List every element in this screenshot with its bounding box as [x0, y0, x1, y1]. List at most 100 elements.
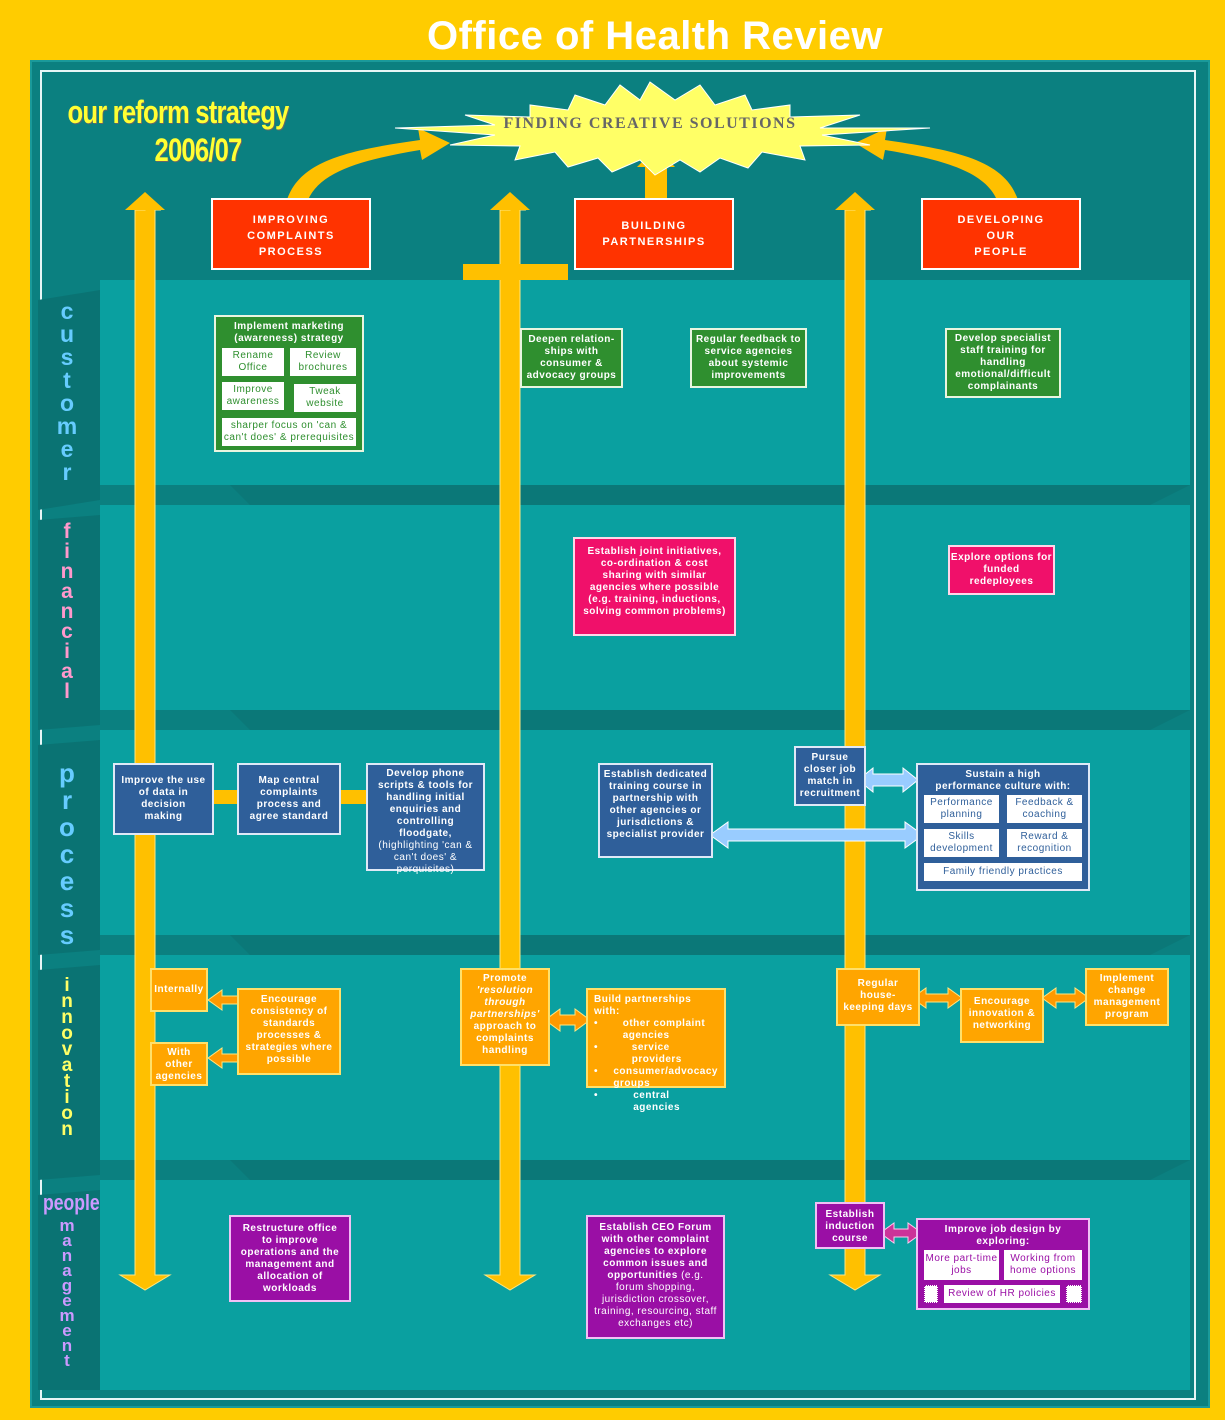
row-label-letter: n: [61, 1119, 73, 1140]
row-label-letter: e: [59, 866, 75, 896]
row-label-letter: n: [61, 1007, 73, 1028]
restructure-office: Restructure office to improve operations…: [229, 1215, 351, 1302]
row-label-letter: n: [61, 1336, 73, 1355]
row-label-letter: o: [59, 390, 75, 416]
bullet-3-text: consumer/advocacy groups: [613, 1066, 718, 1089]
row-label-letter: i: [64, 1087, 70, 1108]
ceo-forum-main: Establish CEO Forum with other complaint…: [599, 1222, 712, 1281]
row-label-letter: e: [62, 1321, 72, 1340]
promote-resolution-box: Promote 'resolution through partnerships…: [460, 968, 550, 1066]
row-label-letter: c: [61, 620, 73, 643]
row-label-letter: m: [59, 1216, 75, 1235]
phone-scripts-main: Develop phone scripts & tools for handli…: [377, 768, 474, 839]
phone-scripts-note: (highlighting 'can & can't does' & perqu…: [378, 840, 473, 875]
feedback-coaching: Feedback & coaching: [1007, 795, 1082, 823]
phone-scripts-box: Develop phone scripts & tools for handli…: [366, 763, 485, 875]
subtitle-line-2: 2006/07: [154, 132, 243, 168]
row-label-people: people: [43, 1190, 100, 1215]
row-label-letter: p: [59, 758, 75, 788]
row-label-letter: o: [59, 812, 75, 842]
row-label-letter: t: [64, 1351, 70, 1370]
row-label-letter: o: [61, 1023, 73, 1044]
bullet-consumer-advocacy: •consumer/advocacy groups: [594, 1066, 718, 1089]
funded-redeployees: Explore options for funded redeployees: [948, 545, 1055, 595]
row-label-letter: n: [61, 1246, 73, 1265]
more-part-time-jobs: More part-time jobs: [924, 1250, 999, 1280]
row-label-letter: m: [56, 413, 78, 439]
job-design-title: Improve job design by exploring:: [944, 1224, 1062, 1247]
review-brochures: Review brochures: [290, 348, 356, 376]
row-label-letter: e: [62, 1291, 72, 1310]
row-label-letter: a: [61, 1055, 73, 1076]
dedicated-training-course: Establish dedicated training course in p…: [598, 763, 713, 858]
implement-change-management: Implement change management program: [1085, 968, 1169, 1026]
build-partnerships-title: Build partnerships with:: [594, 994, 692, 1017]
improve-data-use: Improve the use of data in decision maki…: [113, 763, 214, 835]
pillar-improving-complaints: IMPROVING COMPLAINTS PROCESS: [211, 198, 371, 270]
row-label-letter: o: [61, 1103, 73, 1124]
high-performance-title: Sustain a high performance culture with:: [935, 769, 1071, 792]
subtitle-line-1: our reform strategy: [67, 94, 290, 130]
row-label-letter: c: [60, 298, 74, 324]
bullet-other-complaint-agencies: •other complaint agencies: [594, 1018, 718, 1042]
joint-initiatives: Establish joint initiatives, co-ordinati…: [573, 537, 736, 636]
strategy-subtitle: our reform strategy 2006/07: [62, 93, 294, 169]
hr-policies-left-marker: [924, 1285, 938, 1303]
pillar-1-line-3: PROCESS: [258, 246, 324, 258]
with-other-agencies: With other agencies: [150, 1042, 208, 1086]
row-label-letter: n: [61, 991, 73, 1012]
marketing-strategy-title: Implement marketing (awareness) strategy: [233, 321, 345, 344]
row-label-letter: a: [62, 1261, 72, 1280]
map-central-process: Map central complaints process and agree…: [237, 763, 341, 835]
build-partnerships-box: Build partnerships with: •other complain…: [586, 988, 726, 1113]
row-label-letter: u: [59, 321, 75, 347]
regular-feedback: Regular feedback to service agencies abo…: [690, 328, 807, 388]
row-label-letter: s: [59, 920, 75, 950]
ceo-forum-note: (e.g. forum shopping, jurisdiction cross…: [594, 1270, 717, 1329]
pillar-3-line-3: PEOPLE: [974, 246, 1028, 258]
starburst-shape: [394, 81, 931, 176]
bullet-1-text: other complaint agencies: [622, 1018, 706, 1041]
page-title: Office of Health Review: [426, 14, 884, 58]
row-label-letter: l: [64, 680, 70, 703]
rename-office: Rename Office: [222, 348, 284, 376]
encourage-innovation: Encourage innovation & networking: [960, 988, 1044, 1043]
row-label-letter: s: [59, 893, 75, 923]
pursue-job-match: Pursue closer job match in recruitment: [794, 746, 866, 806]
row-label-letter: a: [61, 580, 73, 603]
performance-planning: Performance planning: [924, 795, 999, 823]
row-label-letter: e: [60, 436, 74, 462]
bullet-2-text: service providers: [631, 1042, 682, 1065]
row-label-letter: g: [61, 1276, 73, 1295]
row-label-letter: t: [63, 1071, 71, 1092]
review-hr-policies: Review of HR policies: [944, 1285, 1060, 1303]
row-label-letter: f: [63, 520, 71, 543]
pillar-2-line-2: PARTNERSHIPS: [602, 236, 706, 248]
promote-label: Promote: [482, 973, 528, 984]
reward-recognition: Reward & recognition: [1007, 829, 1082, 857]
establish-induction-course: Establish induction course: [815, 1202, 885, 1249]
deepen-relationships: Deepen relation-ships with consumer & ad…: [520, 328, 623, 388]
row-label-letter: m: [59, 1306, 75, 1325]
row-label-letter: r: [61, 785, 73, 815]
resolution-through-partnerships: 'resolution through partnerships': [470, 985, 540, 1020]
pillar-developing-people: DEVELOPING OUR PEOPLE: [921, 198, 1081, 270]
approach-label: approach to complaints handling: [473, 1021, 537, 1056]
row-label-letter: i: [64, 540, 70, 563]
ceo-forum-box: Establish CEO Forum with other complaint…: [586, 1215, 725, 1339]
pillar-3-line-1: DEVELOPING: [957, 214, 1045, 226]
row-label-letter: a: [61, 660, 73, 683]
pillar-1-line-1: IMPROVING: [252, 214, 330, 226]
skills-development: Skills development: [924, 829, 999, 857]
working-from-home: Working from home options: [1004, 1250, 1082, 1280]
bullet-4-text: central agencies: [633, 1090, 681, 1113]
improve-awareness: Improve awareness: [222, 382, 284, 410]
hr-policies-right-marker: [1066, 1285, 1082, 1303]
pillar-building-partnerships: BUILDING PARTNERSHIPS: [574, 198, 734, 270]
row-label-letter: n: [60, 600, 74, 623]
